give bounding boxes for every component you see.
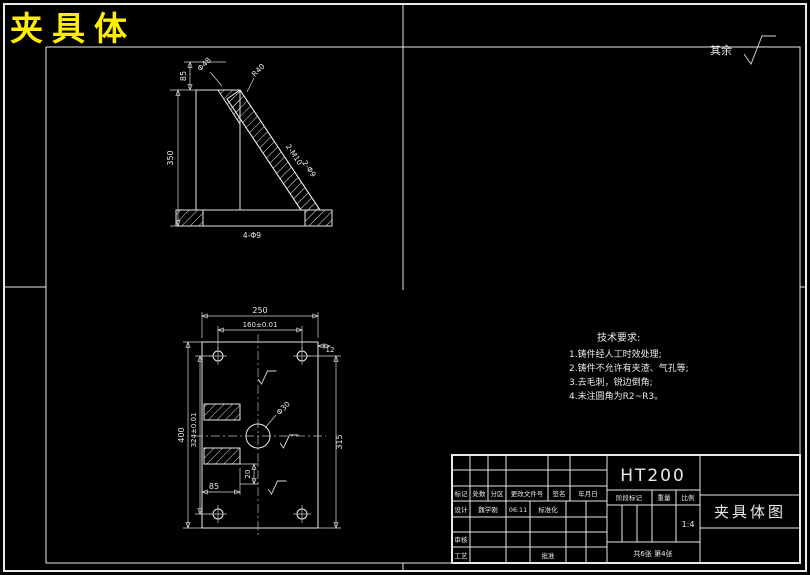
tb-header-sign: 签名 [553,489,566,498]
surface-note-label: 其余 [710,43,732,57]
front-dim-height: 350 [166,150,175,165]
technical-requirements: 技术要求: 1.铸件经人工时效处理; 2.铸件不允许有夹渣、气孔等; 3.去毛刺… [569,331,689,402]
drawing-title: 夹具体 [10,9,136,48]
front-label-radius: R40 [250,62,267,79]
plan-dim-pad: 85 [209,482,219,491]
plan-dim-corner: 12 [326,346,335,354]
tb-weight-label: 重量 [658,494,672,502]
tb-header-zone: 分区 [491,489,505,498]
sheet-borders [3,3,807,572]
tb-header-date: 年月日 [578,489,598,498]
tb-header-doc-no: 更改文件号 [511,489,544,498]
front-label-base-holes: 4-Φ9 [243,231,261,240]
tb-design-label: 设计 [455,505,469,514]
surface-finish-note: 其余 [710,35,776,65]
front-label-incline-2: 2-Φ9 [300,159,318,179]
roughness-icon [279,434,299,449]
front-view: 350 85 Φ48 R40 2-M10 2-Φ9 4-Φ9 [166,55,333,240]
plan-dim-right: 315 [335,434,344,449]
tb-sheet-info: 共6张 第4张 [633,549,672,558]
tb-designer-name: 魏学刚 [478,505,498,514]
tech-req-item-1: 1.铸件经人工时效处理; [569,348,662,360]
tb-design-date: 06.11 [509,506,528,514]
tb-scale-label: 比例 [682,493,695,502]
plan-dim-slot: 20 [244,470,252,479]
tb-scale-value: 1:4 [682,520,695,529]
plan-label-center-hole: Φ30 [275,399,292,416]
tb-audit-label: 审核 [455,535,469,544]
plan-dim-height: 400 [177,427,186,442]
tech-req-item-3: 3.去毛刺，锐边倒角; [569,376,653,388]
tb-stage-label: 阶段标记 [616,493,643,502]
plan-dim-hole-span-x: 160±0.01 [243,321,278,329]
tech-req-heading: 技术要求: [597,331,640,344]
roughness-icon [257,370,277,385]
roughness-icon [267,480,287,495]
tb-header-mark: 标记 [455,489,469,498]
tech-req-item-4: 4.未注圆角为R2~R3。 [569,390,663,402]
plan-view: Φ30 250 160±0.01 12 400 324±0.01 [177,306,344,536]
tb-approve-label: 批准 [542,551,556,560]
title-block: 标记 处数 分区 更改文件号 签名 年月日 设计 魏学刚 06.11 标准化 审… [451,454,801,564]
plan-dim-hole-span-y: 324±0.01 [190,413,198,448]
tb-process-label: 工艺 [455,552,469,560]
tb-material: HT200 [620,466,686,486]
tb-header-count: 处数 [473,489,487,498]
front-dim-top: 85 [179,71,188,81]
tb-drawing-name: 夹具体图 [714,503,786,521]
roughness-icon [743,35,776,65]
front-label-dia-top: Φ48 [196,55,213,72]
tech-req-item-2: 2.铸件不允许有夹渣、气孔等; [569,362,689,374]
plan-dim-width: 250 [252,306,267,315]
tb-standard-label: 标准化 [538,505,558,514]
